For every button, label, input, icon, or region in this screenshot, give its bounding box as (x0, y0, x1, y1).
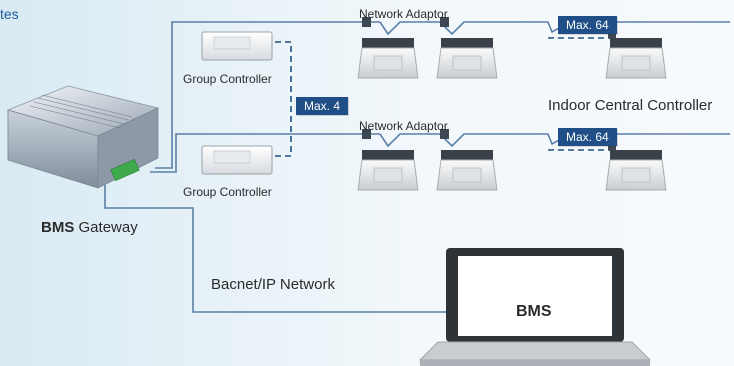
network-adaptor-label-top: Network Adaptor (359, 7, 448, 21)
group-controller-label-top: Group Controller (183, 72, 272, 86)
group-controller-icon (201, 31, 273, 175)
max-64-badge-bottom: Max. 64 (558, 128, 617, 146)
indoor-central-controller-label: Indoor Central Controller (548, 97, 713, 114)
bacnet-network-label: Bacnet/IP Network (211, 276, 335, 293)
group-controller-label-bottom: Group Controller (183, 185, 272, 199)
bms-gateway-icon (6, 85, 160, 189)
max-64-badge-top: Max. 64 (558, 16, 617, 34)
cassette-unit-icon (357, 38, 667, 191)
laptop-icon (418, 248, 652, 366)
network-adaptor-label-bottom: Network Adaptor (359, 119, 448, 133)
max-4-badge: Max. 4 (296, 97, 349, 115)
bms-gateway-label-rest: Gateway (74, 219, 138, 236)
bms-gateway-label-bold: BMS (41, 219, 75, 236)
bms-gateway-label: BMS Gateway (41, 220, 138, 235)
laptop-screen-text: BMS (516, 303, 552, 320)
page-title-fragment: tes (0, 6, 19, 22)
